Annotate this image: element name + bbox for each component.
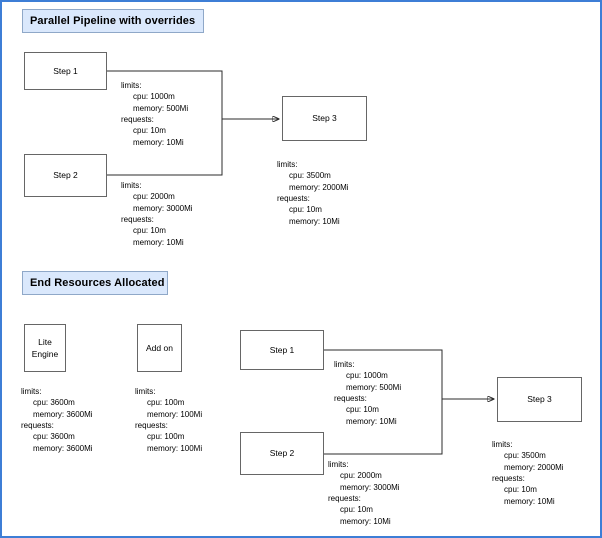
limits-label: limits:	[328, 460, 349, 469]
limits-memory: memory: 3600Mi	[33, 409, 93, 419]
limits-label: limits:	[121, 181, 142, 190]
requests-memory: memory: 100Mi	[147, 443, 203, 453]
requests-memory: memory: 10Mi	[133, 137, 184, 147]
requests-label: requests:	[135, 421, 168, 431]
limits-label: limits:	[121, 81, 142, 90]
limits-memory: memory: 500Mi	[133, 103, 189, 113]
lite-engine-label-line2: Engine	[31, 349, 59, 359]
requests-cpu: cpu: 3600m	[33, 432, 75, 442]
limits-cpu: cpu: 3500m	[504, 451, 546, 461]
requests-label: requests:	[277, 194, 310, 204]
lite-engine-label-line1: Lite	[38, 336, 52, 347]
requests-memory: memory: 10Mi	[346, 416, 397, 426]
top-node-step2[interactable]: Step 2	[24, 154, 107, 197]
limits-cpu: cpu: 2000m	[133, 192, 175, 202]
limits-memory: memory: 2000Mi	[289, 182, 349, 192]
limits-cpu: cpu: 100m	[147, 398, 185, 408]
requests-cpu: cpu: 100m	[147, 432, 185, 442]
bottom-resources-lite-engine: limits: cpu: 3600m memory: 3600Mi reques…	[21, 386, 93, 454]
requests-memory: memory: 10Mi	[504, 496, 555, 506]
requests-cpu: cpu: 10m	[346, 405, 379, 415]
requests-cpu: cpu: 10m	[504, 485, 537, 495]
bottom-resources-step2: limits: cpu: 2000m memory: 3000Mi reques…	[328, 459, 400, 527]
bottom-resources-step1: limits: cpu: 1000m memory: 500Mi request…	[334, 359, 401, 427]
limits-cpu: cpu: 3500m	[289, 171, 331, 181]
top-node-step3[interactable]: Step 3	[282, 96, 367, 141]
limits-cpu: cpu: 3600m	[33, 398, 75, 408]
limits-label: limits:	[21, 387, 42, 396]
requests-label: requests:	[328, 494, 361, 504]
requests-cpu: cpu: 10m	[133, 126, 166, 136]
requests-cpu: cpu: 10m	[133, 226, 166, 236]
requests-memory: memory: 10Mi	[289, 216, 340, 226]
limits-memory: memory: 500Mi	[346, 382, 402, 392]
limits-memory: memory: 2000Mi	[504, 462, 564, 472]
limits-cpu: cpu: 1000m	[133, 92, 175, 102]
limits-cpu: cpu: 1000m	[346, 371, 388, 381]
bottom-node-step1[interactable]: Step 1	[240, 330, 324, 370]
limits-cpu: cpu: 2000m	[340, 471, 382, 481]
top-node-step1[interactable]: Step 1	[24, 52, 107, 90]
requests-label: requests:	[334, 394, 367, 404]
bottom-resources-step3: limits: cpu: 3500m memory: 2000Mi reques…	[492, 439, 564, 507]
limits-label: limits:	[492, 440, 513, 449]
bottom-node-add-on[interactable]: Add on	[137, 324, 182, 372]
top-resources-step2: limits: cpu: 2000m memory: 3000Mi reques…	[121, 180, 193, 248]
requests-memory: memory: 10Mi	[133, 237, 184, 247]
section-title-parallel-pipeline: Parallel Pipeline with overrides	[22, 9, 204, 33]
limits-label: limits:	[334, 360, 355, 369]
bottom-node-step2[interactable]: Step 2	[240, 432, 324, 475]
limits-label: limits:	[277, 160, 298, 169]
limits-memory: memory: 100Mi	[147, 409, 203, 419]
top-resources-step1: limits: cpu: 1000m memory: 500Mi request…	[121, 80, 188, 148]
section-title-end-resources-allocated: End Resources Allocated	[22, 271, 168, 295]
requests-label: requests:	[121, 115, 154, 125]
top-resources-step3: limits: cpu: 3500m memory: 2000Mi reques…	[277, 159, 349, 227]
requests-cpu: cpu: 10m	[340, 505, 373, 515]
requests-memory: memory: 10Mi	[340, 516, 391, 526]
requests-cpu: cpu: 10m	[289, 205, 322, 215]
limits-memory: memory: 3000Mi	[133, 203, 193, 213]
bottom-resources-add-on: limits: cpu: 100m memory: 100Mi requests…	[135, 386, 202, 454]
requests-memory: memory: 3600Mi	[33, 443, 93, 453]
requests-label: requests:	[492, 474, 525, 484]
bottom-node-lite-engine[interactable]: Lite Engine	[24, 324, 66, 372]
limits-label: limits:	[135, 387, 156, 396]
limits-memory: memory: 3000Mi	[340, 482, 400, 492]
bottom-node-step3[interactable]: Step 3	[497, 377, 582, 422]
requests-label: requests:	[21, 421, 54, 431]
requests-label: requests:	[121, 215, 154, 225]
